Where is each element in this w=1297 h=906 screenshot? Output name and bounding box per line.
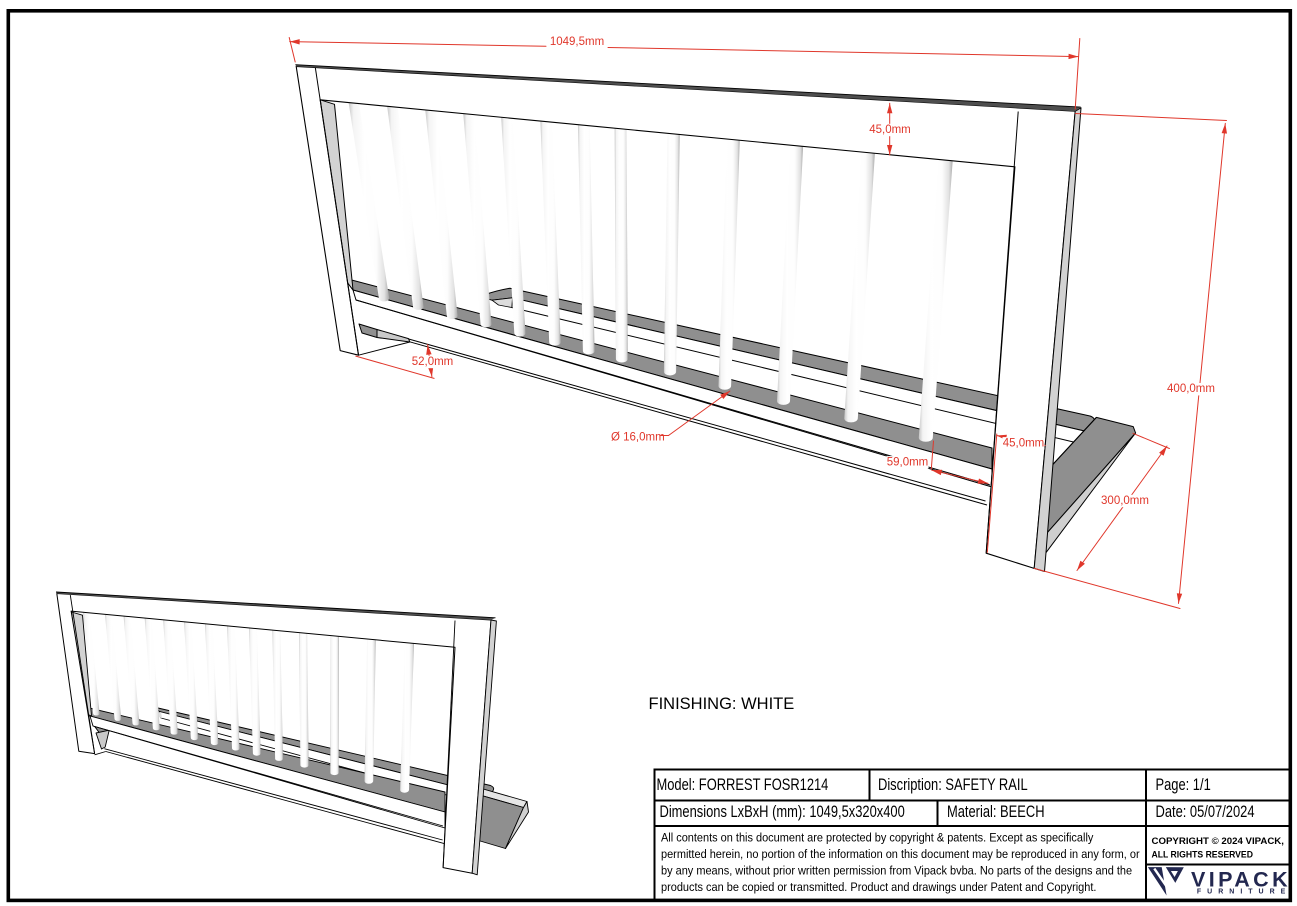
svg-text:45,0mm: 45,0mm — [1003, 437, 1045, 449]
svg-text:permitted herein, no portion o: permitted herein, no portion of the info… — [661, 848, 1140, 860]
svg-text:products can be copied or tran: products can be copied or transmitted. P… — [661, 881, 1096, 893]
svg-text:Dimensions LxBxH (mm): 1049,5x: Dimensions LxBxH (mm): 1049,5x320x400 — [660, 802, 905, 821]
svg-text:FURNITURE: FURNITURE — [1197, 888, 1291, 895]
svg-text:All contents on this document: All contents on this document are protec… — [661, 832, 1094, 844]
svg-text:Model: FORREST FOSR1214: Model: FORREST FOSR1214 — [657, 775, 829, 794]
svg-text:Material: BEECH: Material: BEECH — [947, 802, 1045, 821]
svg-text:VIPACK: VIPACK — [1191, 867, 1291, 891]
svg-text:300,0mm: 300,0mm — [1101, 495, 1149, 507]
svg-text:by any means, without prior wr: by any means, without prior written perm… — [661, 865, 1132, 877]
svg-text:Date: 05/07/2024: Date: 05/07/2024 — [1156, 802, 1255, 821]
svg-text:FINISHING: WHITE: FINISHING: WHITE — [649, 695, 795, 713]
svg-text:45,0mm: 45,0mm — [869, 124, 911, 136]
svg-text:400,0mm: 400,0mm — [1167, 383, 1215, 395]
svg-text:52,0mm: 52,0mm — [412, 356, 454, 368]
svg-text:Ø 16,0mm: Ø 16,0mm — [611, 431, 665, 443]
svg-text:59,0mm: 59,0mm — [887, 456, 929, 468]
svg-text:Page: 1/1: Page: 1/1 — [1156, 775, 1211, 794]
svg-text:Discription: SAFETY RAIL: Discription: SAFETY RAIL — [878, 775, 1028, 794]
svg-text:COPYRIGHT © 2024 VIPACK,: COPYRIGHT © 2024 VIPACK, — [1152, 836, 1284, 847]
svg-text:ALL RIGHTS RESERVED: ALL RIGHTS RESERVED — [1152, 849, 1254, 859]
svg-text:1049,5mm: 1049,5mm — [550, 36, 604, 48]
